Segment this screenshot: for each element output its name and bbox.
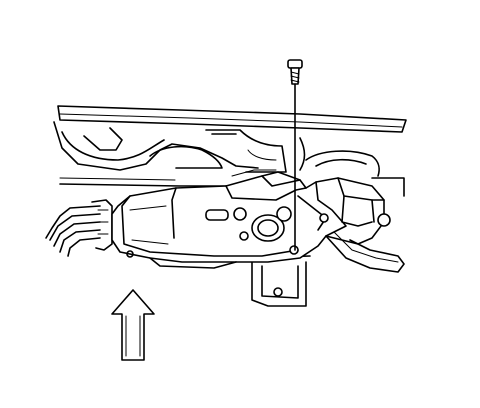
motor-assembly (111, 171, 405, 273)
up-arrow-icon (111, 289, 155, 361)
screw (287, 59, 303, 251)
wiring-harness (45, 199, 113, 257)
